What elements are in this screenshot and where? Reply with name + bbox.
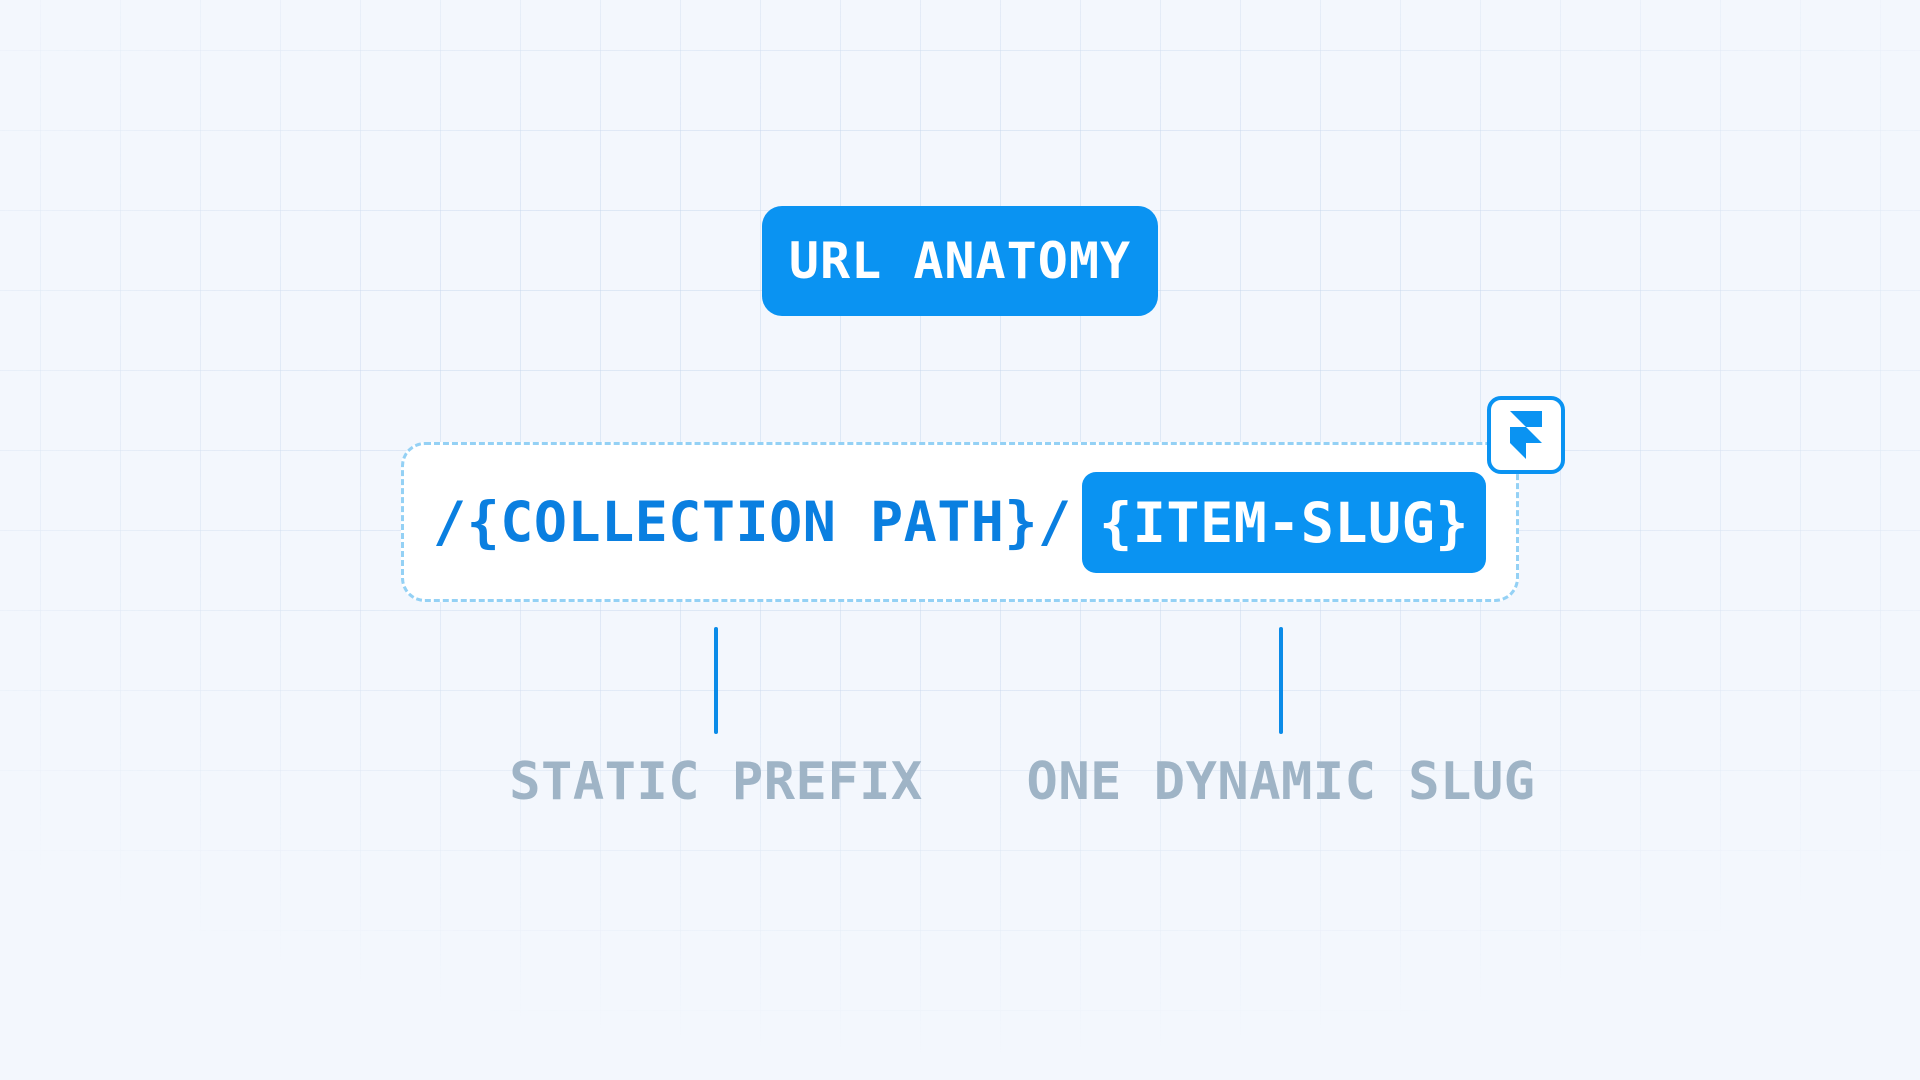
connector-static — [714, 627, 718, 734]
title-badge: URL ANATOMY — [762, 206, 1158, 316]
url-dynamic-segment: {ITEM-SLUG} — [1082, 472, 1486, 573]
framer-logo-badge — [1487, 396, 1565, 474]
url-static-segment: /{COLLECTION PATH}/ — [433, 484, 1072, 560]
caption-static-prefix: STATIC PREFIX — [436, 748, 996, 816]
connector-dynamic — [1279, 627, 1283, 734]
caption-dynamic-text: ONE DYNAMIC SLUG — [1026, 752, 1536, 812]
caption-dynamic-slug: ONE DYNAMIC SLUG — [1001, 748, 1561, 816]
url-dynamic-text: {ITEM-SLUG} — [1099, 490, 1469, 555]
caption-static-text: STATIC PREFIX — [509, 752, 923, 812]
title-text: URL ANATOMY — [788, 232, 1132, 290]
url-static-text: /{COLLECTION PATH}/ — [433, 490, 1072, 554]
framer-logo-icon — [1510, 411, 1542, 459]
